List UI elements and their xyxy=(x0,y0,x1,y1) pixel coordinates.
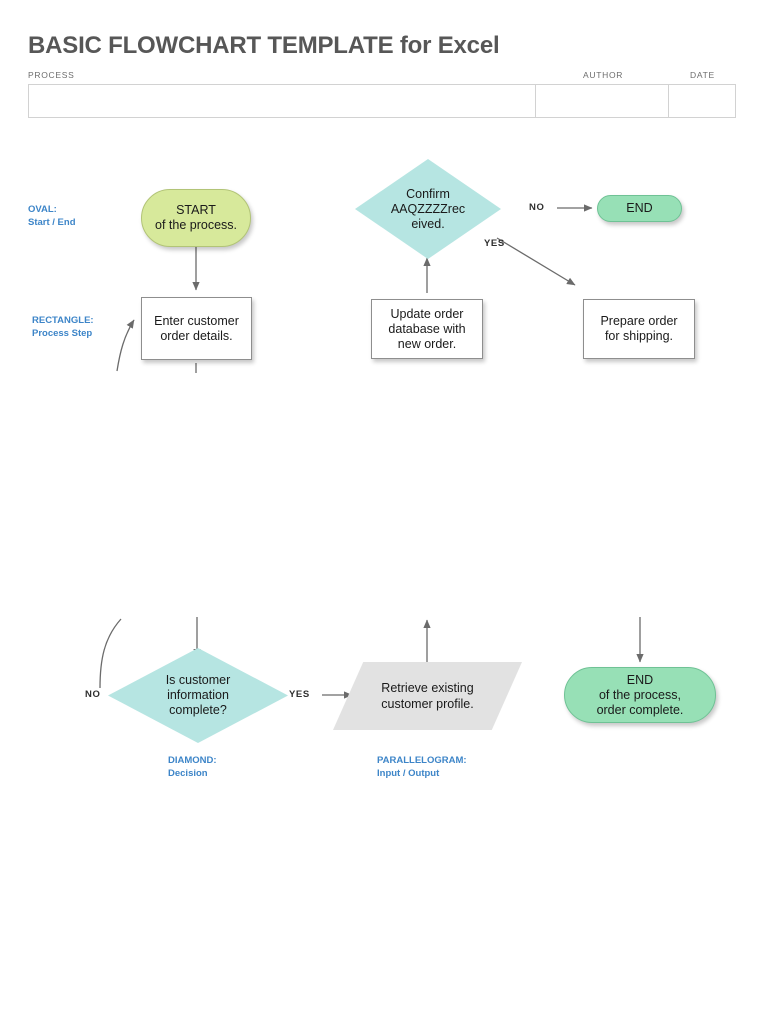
node-update-db-line2: database with xyxy=(388,321,466,336)
node-prepare-order-shipping[interactable]: Prepare order for shipping. xyxy=(583,299,695,359)
process-label: PROCESS xyxy=(28,70,75,80)
meta-table xyxy=(28,84,736,118)
node-confirm-line3: eived. xyxy=(411,216,445,231)
legend-rectangle-line2: Process Step xyxy=(32,328,93,339)
node-is-complete-line1: Is customer xyxy=(165,673,231,687)
node-start-line1: START xyxy=(176,203,216,217)
node-is-complete-line3: complete? xyxy=(169,703,227,717)
node-end-bottom-line1: END xyxy=(626,672,654,687)
legend-diamond-line1: DIAMOND: xyxy=(168,755,217,766)
parallelogram-shape xyxy=(333,662,522,730)
node-confirm-decision[interactable]: Confirm AAQZZZZrec eived. xyxy=(355,159,501,259)
legend-diamond-line2: Decision xyxy=(168,768,208,779)
node-confirm-line2: AAQZZZZrec xyxy=(390,201,466,216)
node-confirm-line1: Confirm xyxy=(406,186,450,201)
meta-label-row: PROCESS AUTHOR DATE xyxy=(0,70,768,84)
legend-rectangle-line1: RECTANGLE: xyxy=(32,315,94,326)
legend-parallelogram: PARALLELOGRAM: Input / Output xyxy=(377,754,467,780)
edge-return-to-enter-order xyxy=(116,319,135,372)
legend-parallelogram-line1: PARALLELOGRAM: xyxy=(377,755,467,766)
edge-label-decision-yes: YES xyxy=(289,689,310,700)
node-update-db-line1: Update order xyxy=(390,306,464,321)
node-prepare-ship-line1: Prepare order xyxy=(600,314,678,328)
node-update-db-line3: new order. xyxy=(397,336,457,351)
process-field[interactable] xyxy=(29,85,536,117)
node-end-top-line1: END xyxy=(626,201,653,215)
legend-oval: OVAL: Start / End xyxy=(28,203,76,229)
node-enter-order-line2: order details. xyxy=(160,328,233,343)
node-is-complete-line2: information xyxy=(167,688,229,702)
author-field[interactable] xyxy=(536,85,669,117)
legend-diamond: DIAMOND: Decision xyxy=(168,754,217,780)
edge-label-confirm-no: NO xyxy=(529,202,545,213)
node-retrieve-line1: Retrieve existing xyxy=(381,681,474,695)
node-retrieve-customer-profile[interactable]: Retrieve existing customer profile. xyxy=(333,662,522,730)
edge-confirm-yes-to-prepare xyxy=(496,237,576,286)
node-end-bottom-line3: order complete. xyxy=(596,702,684,717)
legend-oval-line1: OVAL: xyxy=(28,204,57,215)
node-end-bottom-line2: of the process, xyxy=(598,687,681,702)
legend-parallelogram-line2: Input / Output xyxy=(377,768,440,779)
page-title: BASIC FLOWCHART TEMPLATE for Excel xyxy=(28,32,500,59)
node-enter-order-details[interactable]: Enter customer order details. xyxy=(141,297,252,360)
node-end-top[interactable]: END xyxy=(597,195,682,222)
node-end-bottom[interactable]: END of the process, order complete. xyxy=(564,667,716,723)
edge-label-decision-no: NO xyxy=(85,689,101,700)
node-update-order-database[interactable]: Update order database with new order. xyxy=(371,299,483,359)
date-label: DATE xyxy=(690,70,715,80)
legend-rectangle: RECTANGLE: Process Step xyxy=(32,314,94,340)
node-enter-order-line1: Enter customer xyxy=(154,313,239,328)
node-start-line2: of the process. xyxy=(155,218,237,232)
node-prepare-ship-line2: for shipping. xyxy=(604,329,674,343)
author-label: AUTHOR xyxy=(583,70,624,80)
edge-decision-no xyxy=(99,618,122,689)
node-is-customer-info-complete[interactable]: Is customer information complete? xyxy=(108,648,288,743)
node-start[interactable]: START of the process. xyxy=(141,189,251,247)
legend-oval-line2: Start / End xyxy=(28,217,76,228)
edge-label-confirm-yes: YES xyxy=(484,238,505,249)
node-retrieve-line2: customer profile. xyxy=(381,697,474,711)
